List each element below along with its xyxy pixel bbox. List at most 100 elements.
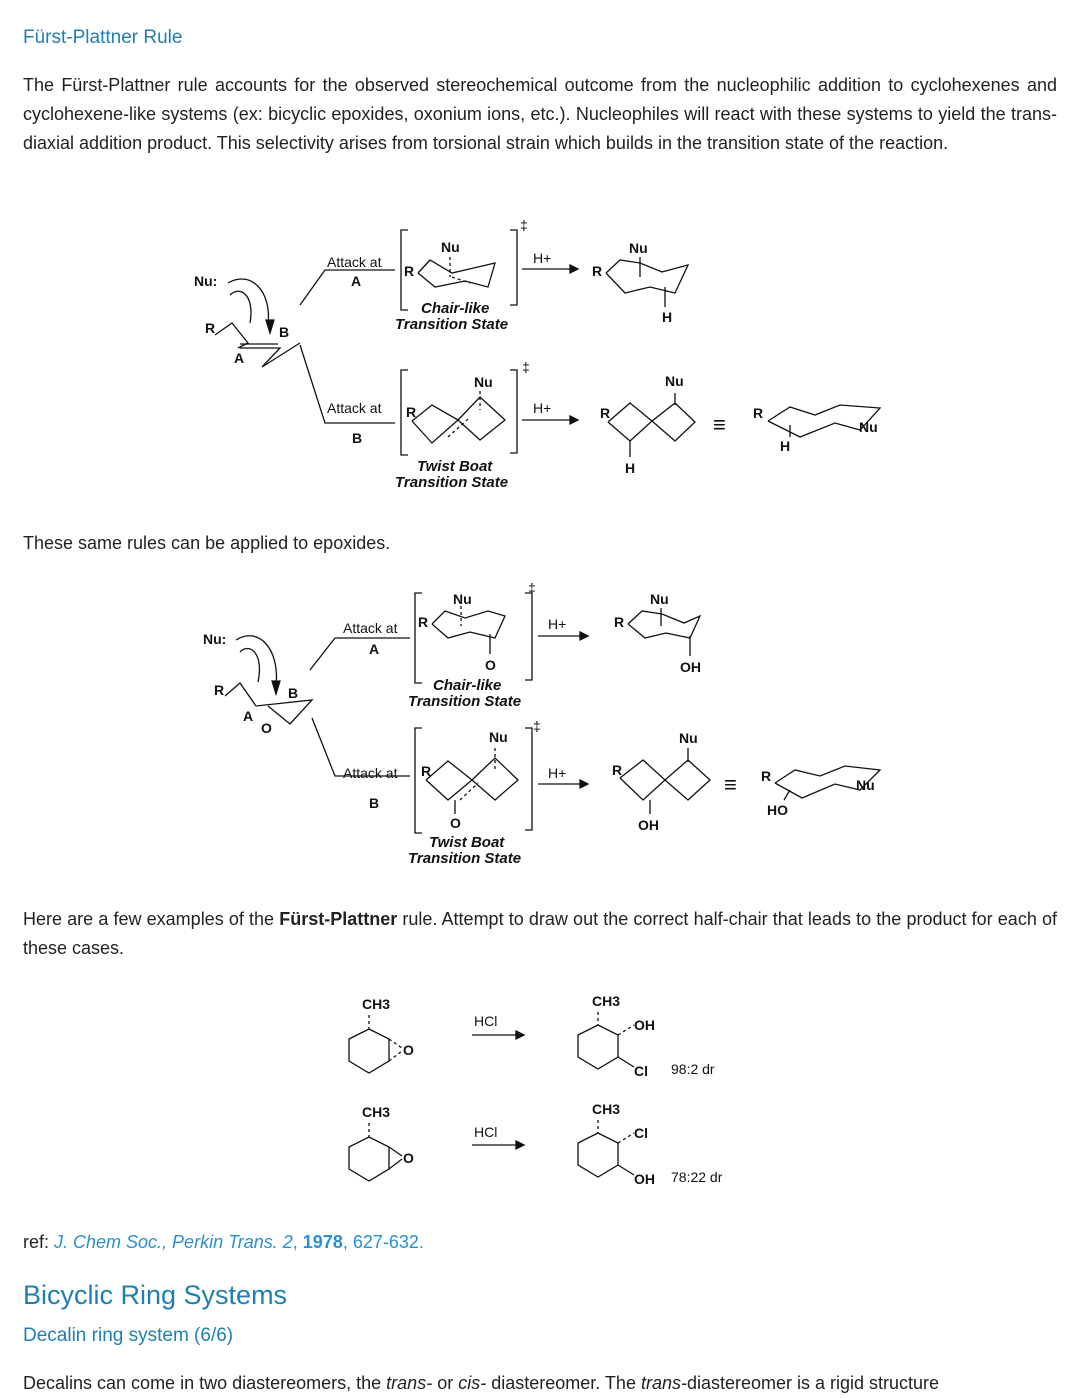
arrowhead-ex2 [515, 1139, 526, 1151]
branch-bottom [299, 344, 395, 424]
twist-ts-ring [411, 396, 506, 444]
scheme-epoxide: Nu: R B A O Attack at A ‡ Nu R O Chair-l… [203, 580, 882, 867]
epoxide-ring [224, 682, 314, 725]
ho-prod6: HO [767, 802, 788, 818]
nu-ts4: Nu [489, 729, 508, 745]
r-label: R [205, 320, 215, 336]
o-bond-ex2b [388, 1158, 403, 1170]
decalin-text-the: diastereomer. The [486, 1373, 641, 1393]
h-plus-4: H+ [548, 765, 566, 781]
intro-paragraph: The Fürst-Plattner rule accounts for the… [23, 75, 1057, 153]
cl-ex2: Cl [634, 1125, 648, 1141]
ch3-ex2-start: CH3 [362, 1104, 390, 1120]
oh-prod4: OH [680, 659, 701, 675]
bracket-right-1 [510, 229, 518, 306]
arrow-to-a-2 [235, 635, 278, 687]
attack-at-a-2: Attack at [343, 620, 398, 636]
oh-ex1: OH [634, 1017, 655, 1033]
branch-bottom-2 [311, 717, 410, 777]
chair-ts-line2: Transition State [395, 316, 508, 333]
ref-label: ref: [23, 1232, 55, 1252]
bracket-left-1 [400, 229, 408, 311]
equivalent-sign-2: ≡ [724, 772, 737, 797]
r-ts2: R [406, 404, 416, 420]
nu-ts1: Nu [441, 239, 460, 255]
ring-left [214, 322, 250, 349]
chair-ts-ring [417, 259, 496, 288]
arrow-to-b [229, 290, 252, 324]
arrow-to-b-2 [239, 647, 261, 683]
r-prod4: R [614, 614, 624, 630]
reagent-ex1: HCl [474, 1013, 497, 1029]
o-label-start: O [261, 720, 272, 736]
h-plus-2: H+ [533, 400, 551, 416]
a-label: A [234, 350, 244, 366]
ref-year: 1978 [302, 1232, 343, 1252]
cyclohexane-ex2-prod [577, 1132, 619, 1178]
subsection-title-decalin[interactable]: Decalin ring system (6/6) [23, 1325, 234, 1346]
h-prod3: H [780, 438, 790, 454]
o-ts3: O [485, 657, 496, 673]
arrow-to-a [227, 278, 270, 326]
reference-line: ref: J. Chem Soc., Perkin Trans. 2, 1978… [23, 1232, 424, 1253]
branch-top-2 [309, 637, 410, 671]
cl-bond-ex1 [617, 1056, 635, 1068]
chair-ts-ring-2 [431, 610, 506, 639]
decalin-text-trans: trans- [386, 1373, 433, 1393]
arrowhead-a-2 [271, 680, 281, 697]
r-ts4: R [421, 763, 431, 779]
arrowhead-3 [579, 630, 590, 642]
twist-ts-line2: Transition State [395, 474, 508, 491]
o-bond-ex1a [388, 1038, 403, 1049]
arrowhead-4 [579, 778, 590, 790]
nu-prod2: Nu [665, 373, 684, 389]
o-ex1: O [403, 1042, 414, 1058]
bracket-right-2 [510, 369, 518, 454]
attack-b-label-2: B [369, 795, 379, 811]
ho-bond-6 [783, 789, 791, 801]
decalin-text-1: Decalins can come in two diastereomers, … [23, 1373, 387, 1393]
dagger-2: ‡ [522, 359, 530, 375]
attack-at-a: Attack at [327, 254, 382, 270]
bracket-right-3 [525, 592, 533, 681]
examples-figure: CH3 O HCl CH3 OH Cl 98:2 dr CH3 O HCl CH… [348, 993, 723, 1187]
examples-text-after: rule. Attempt to draw out the correct ha… [23, 909, 1057, 958]
nu-ts3: Nu [453, 591, 472, 607]
decalin-text-or: or [432, 1373, 459, 1393]
attack-at-b-2: Attack at [343, 765, 398, 781]
r-prod1: R [592, 263, 602, 279]
h-plus-1: H+ [533, 250, 551, 266]
nu-prod1: Nu [629, 240, 648, 256]
arrowhead-a [265, 319, 275, 336]
product-chair-4 [627, 610, 702, 639]
r-prod2: R [600, 405, 610, 421]
ring-right [240, 342, 301, 368]
scheme-cyclohexene: Nu: R B A Attack at A ‡ Nu R Chair-like … [194, 217, 882, 491]
ref-citation-link[interactable]: J. Chem Soc., Perkin Trans. 2, 1978, 627… [54, 1232, 424, 1252]
bracket-right-4 [525, 727, 533, 831]
section-title-furst-plattner[interactable]: Fürst-Plattner Rule [23, 27, 183, 48]
chair-ts2-line1: Chair-like [433, 677, 501, 694]
oh-bond-ex1 [617, 1024, 635, 1036]
h-prod2: H [625, 460, 635, 476]
attack-a-label-2: A [369, 641, 379, 657]
ref-journal: J. Chem Soc., Perkin Trans. 2 [54, 1232, 293, 1252]
section-title-bicyclic[interactable]: Bicyclic Ring Systems [23, 1280, 288, 1310]
nu-ts2: Nu [474, 374, 493, 390]
r-prod6: R [761, 768, 771, 784]
ch3-ex1-prod: CH3 [592, 993, 620, 1009]
decalin-paragraph: Decalins can come in two diastereomers, … [23, 1369, 1057, 1398]
r-ts3: R [418, 614, 428, 630]
nu-prod4: Nu [650, 591, 669, 607]
o-ex2: O [403, 1150, 414, 1166]
cl-bond-ex2 [617, 1132, 635, 1144]
dr-ex1: 98:2 dr [671, 1061, 715, 1077]
examples-text-before: Here are a few examples of the [23, 909, 280, 929]
decalin-text-end: diastereomer is a rigid structure [686, 1373, 940, 1393]
product-chair-equatorial [767, 404, 882, 438]
epoxide-note: These same rules can be applied to epoxi… [23, 533, 391, 553]
branch-top [299, 269, 395, 306]
decalin-text-cis: cis- [458, 1373, 487, 1393]
examples-text-bold: Fürst-Plattner [279, 909, 398, 929]
ts4-dash-bond2 [459, 782, 479, 801]
